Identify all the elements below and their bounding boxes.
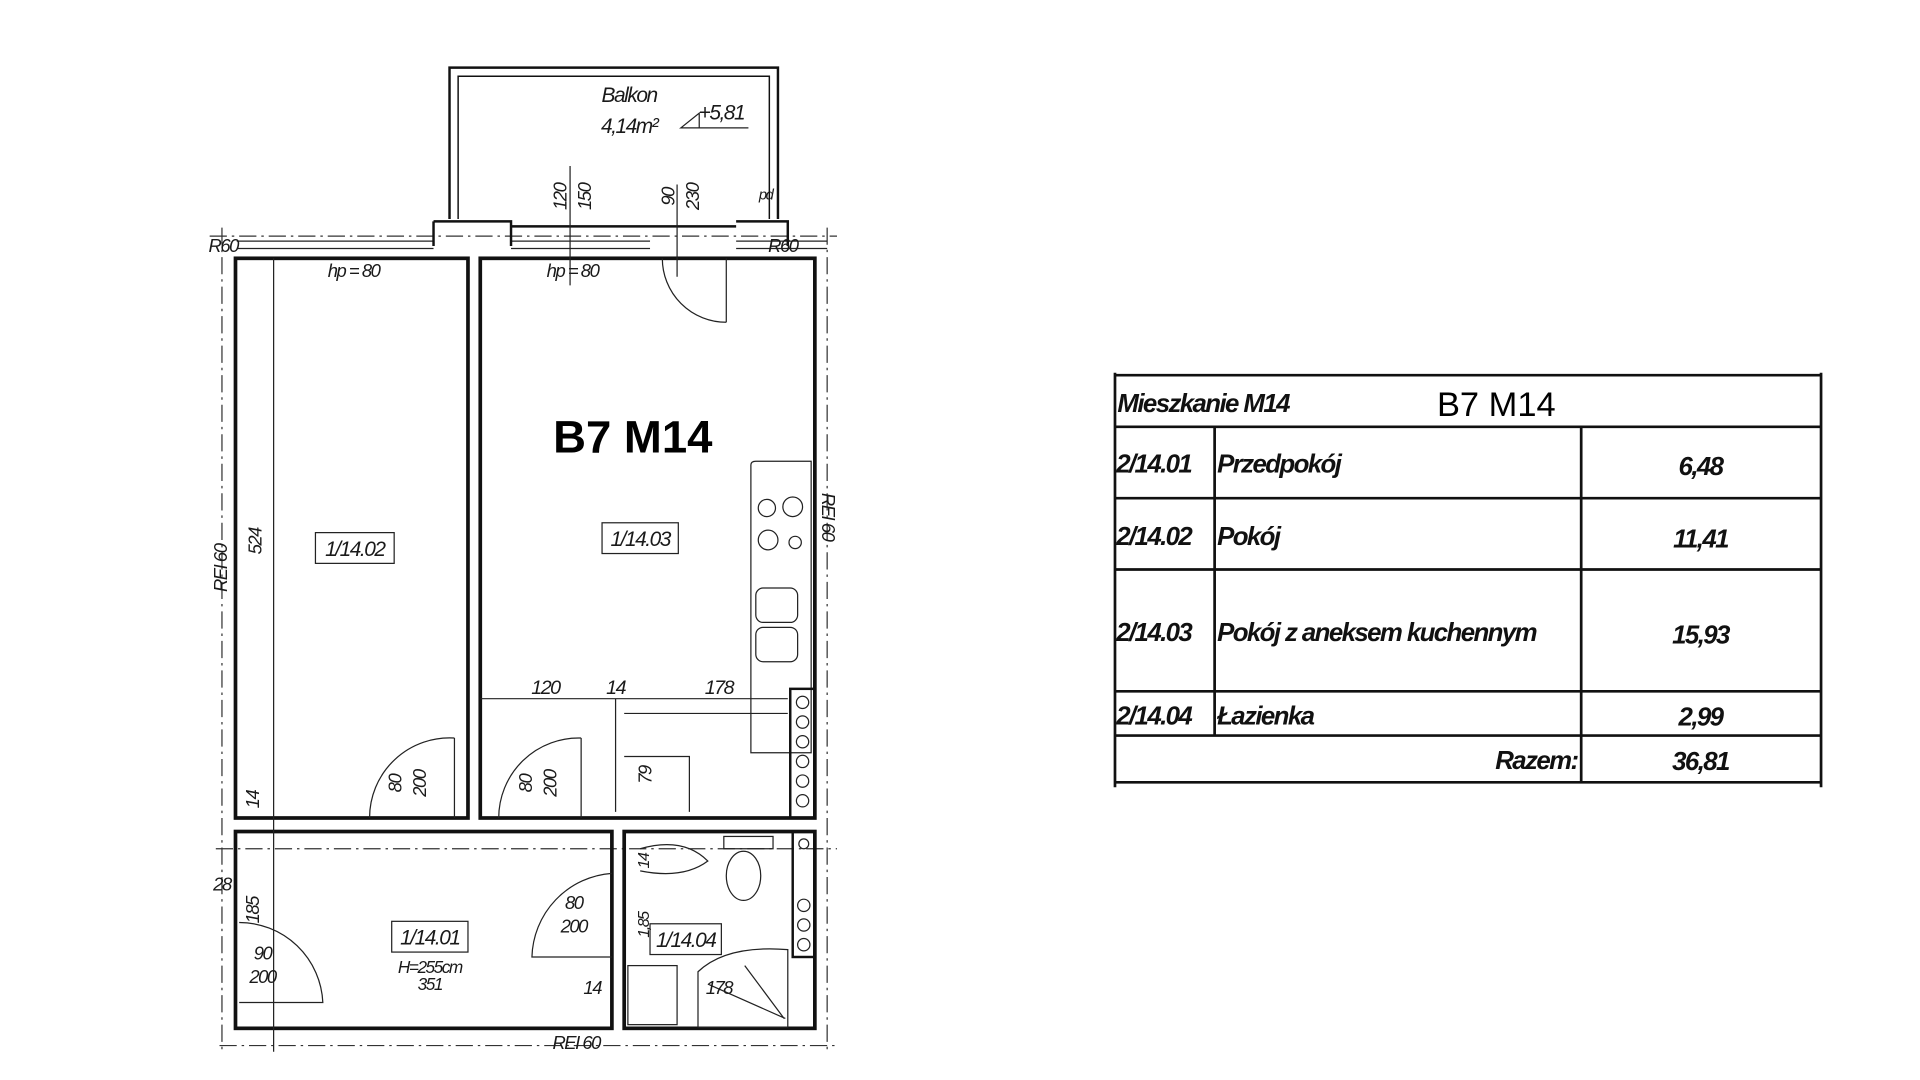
room-tag-1-14-04: 1/14.04 [656,929,716,952]
rei-right: REI 60 [818,493,839,543]
row-name: Pokój z aneksem kuchennym [1217,619,1537,647]
table-total-row: Razem: 36,81 [1495,747,1730,776]
plan-title: B7 M14 [553,412,713,463]
total-value: 36,81 [1672,748,1729,776]
rei-left: REI 60 [210,542,231,592]
dim-14b: 14 [242,790,263,809]
hp-right: hp = 80 [547,260,601,281]
room-1-14-01 [233,829,614,1031]
bathroom-fixtures [627,835,789,1028]
dim-120: 120 [531,677,561,699]
door3-width: 90 [254,942,274,963]
r60-left: R60 [208,235,240,256]
table-row: 2/14.02 Pokój 11,41 [1115,523,1729,553]
table-row: 2/14.01 Przedpokój 6,48 [1115,450,1726,481]
window-height: 150 [574,181,595,210]
dim-14c: 14 [583,977,602,998]
dim-185: 185 [242,895,263,924]
row-area: 2,99 [1678,704,1725,732]
door1-height: 200 [409,768,430,798]
door2-width: 80 [515,773,536,793]
dim-178b: 178 [706,977,735,998]
balcony-label: Balkon [602,84,658,107]
pd-label: pd [758,187,775,203]
row-area: 11,41 [1673,525,1728,553]
balcony-door-height: 230 [682,181,703,211]
balcony-door-width: 90 [658,186,679,206]
room-1-14-02 [233,256,470,820]
hp-left: hp = 80 [328,260,382,281]
door1-width: 80 [385,773,406,793]
row-area: 6,48 [1679,453,1725,481]
r60-right: R60 [768,235,800,256]
floor-plan: Balkon 4,14m² +5,81 [208,66,839,1053]
level-marker: +5,81 [699,101,745,124]
total-label: Razem: [1495,747,1578,775]
doors [239,258,727,1004]
room-tag-1-14-01: 1/14.01 [400,927,459,950]
window-width: 120 [549,181,570,210]
row-id: 2/14.01 [1115,450,1191,478]
room-tag-1-14-02: 1/14.02 [325,538,386,561]
row-name: Łazienka [1216,703,1315,731]
ceiling-height: H=255cm [398,957,463,977]
balcony: Balkon 4,14m² +5,81 [448,66,780,219]
row-name: Przedpokój [1217,450,1343,478]
table-header: Mieszkanie M14 [1117,390,1290,418]
row-id: 2/14.02 [1115,523,1193,551]
dim-351: 351 [418,974,443,994]
table-title: B7 M14 [1437,386,1556,424]
door4-height: 200 [560,915,590,936]
ventilation-shafts [789,687,817,959]
area-table: Mieszkanie M14 B7 M14 2/14.01 Przedpokój… [1113,372,1823,788]
dim-28: 28 [212,874,233,895]
table-row: 2/14.04 Łazienka 2,99 [1115,703,1726,732]
door3-height: 200 [248,966,278,987]
dim-14a: 14 [606,677,626,699]
dim-178a: 178 [705,677,735,699]
dim-524: 524 [244,527,265,555]
room-tag-1-14-03: 1/14.03 [610,528,671,551]
dim-185b: 1,85 [636,911,653,938]
kitchen-counter [750,460,812,754]
door2-height: 200 [540,768,561,798]
room-1-14-03 [478,256,817,820]
row-name: Pokój [1217,523,1282,551]
door4-width: 80 [565,892,585,913]
row-id: 2/14.03 [1115,619,1193,647]
dim-14d: 14 [636,852,653,868]
dim-79: 79 [634,765,655,784]
table-row: 2/14.03 Pokój z aneksem kuchennym 15,93 [1115,619,1732,649]
balcony-area: 4,14m² [601,115,660,138]
row-area: 15,93 [1672,621,1731,649]
rei-bottom: REI 60 [552,1032,602,1053]
row-id: 2/14.04 [1115,703,1192,731]
